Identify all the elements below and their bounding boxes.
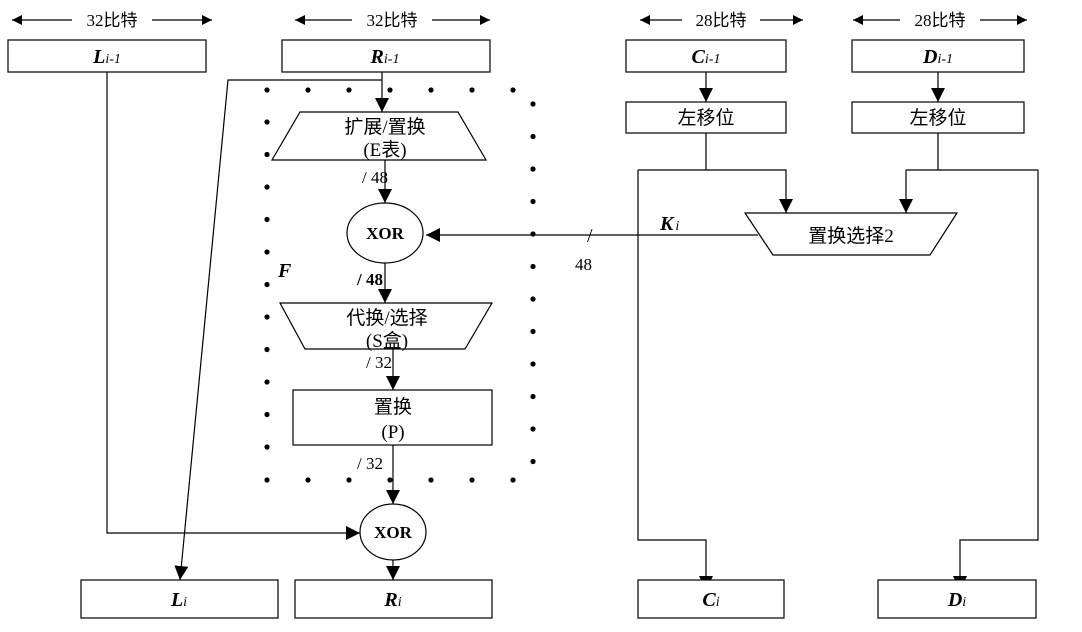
width-label-c: 28比特 [696, 11, 747, 30]
s-box-substitution [278, 302, 494, 350]
input-label-l: Li-1 [92, 46, 121, 68]
input-box-r [281, 39, 491, 73]
shift-label-c: 左移位 [677, 107, 734, 129]
boundary-dot [530, 231, 536, 237]
sbox-label-2: (S盒) [366, 330, 408, 352]
boundary-dot [387, 477, 393, 483]
input-box-c [625, 39, 787, 73]
boundary-dot [264, 346, 270, 353]
output-label-r: Ri [383, 589, 401, 611]
input-label-c: Ci-1 [692, 46, 721, 68]
boundary-dot [530, 166, 536, 172]
boundary-dot [530, 263, 536, 270]
r-to-l-line [174, 79, 382, 581]
xor-1-bits: / 48 [356, 270, 383, 289]
boundary-dot [264, 184, 270, 190]
perm-bits: / 32 [357, 454, 383, 473]
boundary-dot [428, 477, 434, 483]
expansion-permutation [270, 111, 488, 161]
boundary-dot [264, 119, 270, 125]
output-box-d [877, 579, 1037, 619]
perm-label-2: (P) [381, 422, 404, 443]
output-box-l [80, 579, 279, 619]
boundary-dot [264, 249, 270, 255]
expansion-label-2: (E表) [363, 139, 406, 161]
width-arrow-l: 32比特 [12, 11, 212, 30]
boundary-dot [264, 87, 270, 93]
expansion-label-1: 扩展/置换 [344, 116, 425, 138]
width-arrow-c: 28比特 [640, 11, 803, 30]
input-label-d: Di-1 [922, 46, 953, 68]
boundary-dot [428, 87, 434, 93]
boundary-dot [510, 87, 516, 93]
output-label-d: Di [947, 589, 966, 611]
boundary-dot [530, 328, 536, 335]
subkey-slash: / [587, 225, 593, 247]
boundary-dot [530, 101, 536, 107]
xor-1-label: XOR [366, 224, 405, 243]
boundary-dot [264, 216, 270, 223]
boundary-dot [469, 477, 475, 483]
boundary-dot [305, 477, 311, 483]
xor-2-label: XOR [374, 523, 413, 542]
output-box-r [294, 579, 493, 619]
width-arrow-r: 32比特 [295, 11, 490, 30]
boundary-dot [530, 426, 536, 432]
shift-label-d: 左移位 [909, 107, 966, 129]
shift-box-d [851, 101, 1025, 134]
boundary-dot [264, 379, 270, 385]
width-arrow-d: 28比特 [853, 11, 1027, 30]
l-to-xor-line [106, 72, 360, 540]
boundary-dot [264, 314, 270, 320]
boundary-dot [469, 87, 475, 93]
boundary-dot [530, 361, 536, 367]
output-label-c: Ci [702, 589, 719, 611]
output-box-c [637, 579, 785, 619]
boundary-dot [530, 133, 536, 140]
input-box-d [851, 39, 1025, 73]
f-label: F [277, 260, 292, 282]
pc2-label: 置换选择2 [808, 225, 894, 247]
width-label-l: 32比特 [87, 11, 138, 30]
sbox-bits: / 32 [366, 353, 392, 372]
boundary-dot [530, 198, 536, 205]
boundary-dot [530, 458, 536, 465]
boundary-dot [264, 477, 270, 483]
width-label-d: 28比特 [915, 11, 966, 30]
subkey-bits: 48 [575, 255, 592, 274]
width-label-r: 32比特 [367, 11, 418, 30]
input-label-r: Ri-1 [370, 46, 400, 68]
boundary-dot [530, 393, 536, 400]
boundary-dot [530, 296, 536, 302]
boundary-dot [264, 411, 270, 418]
boundary-dot [264, 444, 270, 450]
boundary-dot [305, 87, 311, 93]
f-function-boundary [264, 87, 536, 483]
boundary-dot [264, 281, 270, 288]
boundary-dot [346, 87, 352, 93]
output-label-l: Li [170, 589, 187, 611]
perm-label-1: 置换 [374, 396, 412, 418]
sbox-label-1: 代换/选择 [346, 307, 427, 329]
boundary-dot [387, 87, 393, 93]
expansion-bits: / 48 [362, 168, 388, 187]
boundary-dot [264, 151, 270, 158]
input-box-l [7, 39, 207, 73]
permutation-p [292, 389, 493, 446]
boundary-dot [510, 477, 516, 483]
permuted-choice-2 [743, 212, 959, 256]
boundary-dot [346, 477, 352, 483]
